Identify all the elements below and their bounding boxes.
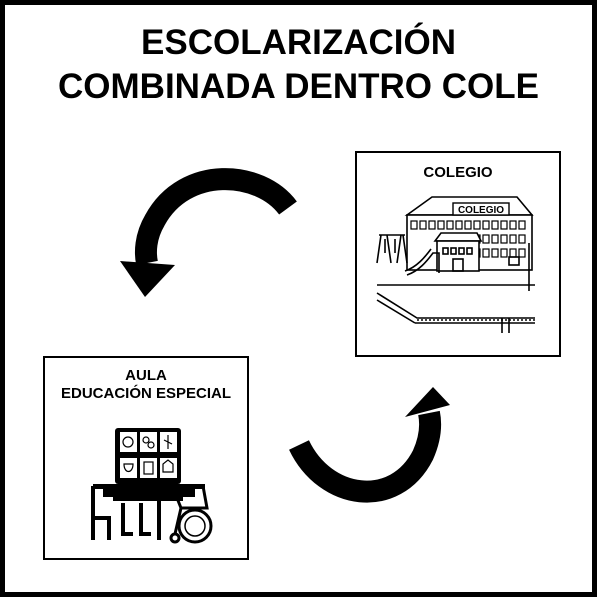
curved-arrow-to-classroom-icon — [120, 168, 297, 297]
page-title: ESCOLARIZACIÓN COMBINADA DENTRO COLE — [5, 21, 592, 109]
special-education-classroom-icon — [91, 428, 213, 544]
school-building-icon: COLEGIO — [376, 196, 535, 333]
aula-label-line-1: AULA — [125, 367, 167, 384]
title-line-1: ESCOLARIZACIÓN — [141, 23, 456, 62]
title-line-2: COMBINADA DENTRO COLE — [58, 67, 539, 106]
aula-card: AULA EDUCACIÓN ESPECIAL — [43, 356, 249, 560]
colegio-card: COLEGIO — [355, 151, 561, 357]
aula-label-line-2: EDUCACIÓN ESPECIAL — [60, 385, 232, 402]
curved-arrow-to-school-icon — [289, 387, 450, 503]
colegio-label: COLEGIO — [423, 164, 493, 181]
colegio-building-sign: COLEGIO — [458, 205, 504, 216]
